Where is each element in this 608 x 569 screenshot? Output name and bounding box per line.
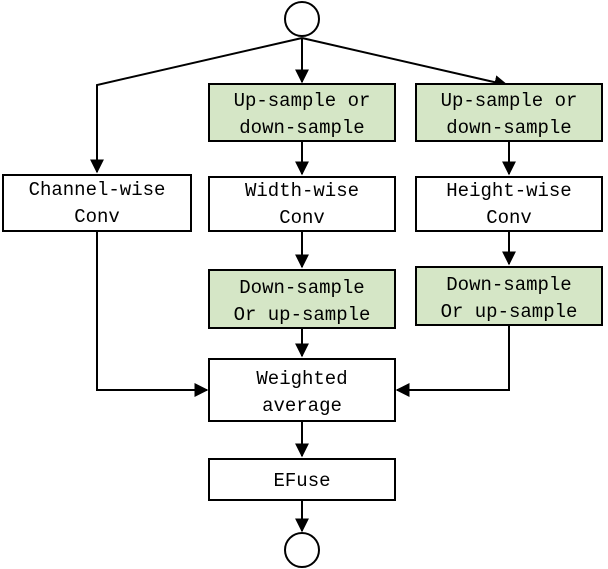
channel-conv-label-line2: Conv: [74, 206, 120, 228]
edge-input-to-channel: [90, 37, 303, 174]
height-conv-label-line2: Conv: [486, 207, 532, 229]
channel-conv-label-line1: Channel-wise: [29, 179, 166, 201]
downsample-mid-label-line2: Or up-sample: [234, 304, 371, 326]
input-circle: [284, 1, 320, 37]
weighted-average-box: [208, 358, 396, 422]
efuse-box: [208, 458, 396, 501]
weighted-average-label-line1: Weighted: [256, 368, 347, 390]
upsample-right-box: [415, 83, 603, 142]
output-node: [284, 532, 320, 568]
upsample-right-node: Up-sample or down-sample: [415, 83, 603, 142]
downsample-right-box: [415, 266, 603, 326]
downsample-right-node: Down-sample Or up-sample: [415, 266, 603, 326]
upsample-right-label-line2: down-sample: [446, 117, 571, 139]
weighted-average-node: Weighted average: [208, 358, 396, 422]
downsample-mid-label-line1: Down-sample: [239, 277, 364, 299]
width-conv-box: [208, 176, 396, 232]
width-conv-label-line1: Width-wise: [245, 180, 359, 202]
efuse-node: EFuse: [208, 458, 396, 501]
edges: [90, 37, 516, 533]
weighted-average-label-line2: average: [262, 395, 342, 417]
edge-downsample-right-to-weighted: [395, 325, 510, 397]
downsample-right-label-line1: Down-sample: [446, 274, 571, 296]
upsample-right-label-line1: Up-sample or: [441, 90, 578, 112]
height-conv-node: Height-wise Conv: [415, 176, 603, 232]
output-circle: [284, 532, 320, 568]
upsample-mid-label-line1: Up-sample or: [234, 90, 371, 112]
efuse-label: EFuse: [273, 470, 330, 492]
width-conv-label-line2: Conv: [279, 207, 325, 229]
input-node: [284, 1, 320, 37]
upsample-mid-label-line2: down-sample: [239, 117, 364, 139]
height-conv-label-line1: Height-wise: [446, 180, 571, 202]
downsample-mid-node: Down-sample Or up-sample: [208, 269, 396, 329]
width-conv-node: Width-wise Conv: [208, 176, 396, 232]
downsample-right-label-line2: Or up-sample: [441, 301, 578, 323]
upsample-mid-node: Up-sample or down-sample: [208, 83, 396, 142]
edge-channel-to-weighted: [96, 231, 209, 397]
channel-conv-box: [2, 174, 192, 232]
upsample-mid-box: [208, 83, 396, 142]
channel-conv-node: Channel-wise Conv: [2, 174, 192, 232]
height-conv-box: [415, 176, 603, 232]
edge-input-to-upsample-right: [301, 37, 509, 90]
downsample-mid-box: [208, 269, 396, 329]
